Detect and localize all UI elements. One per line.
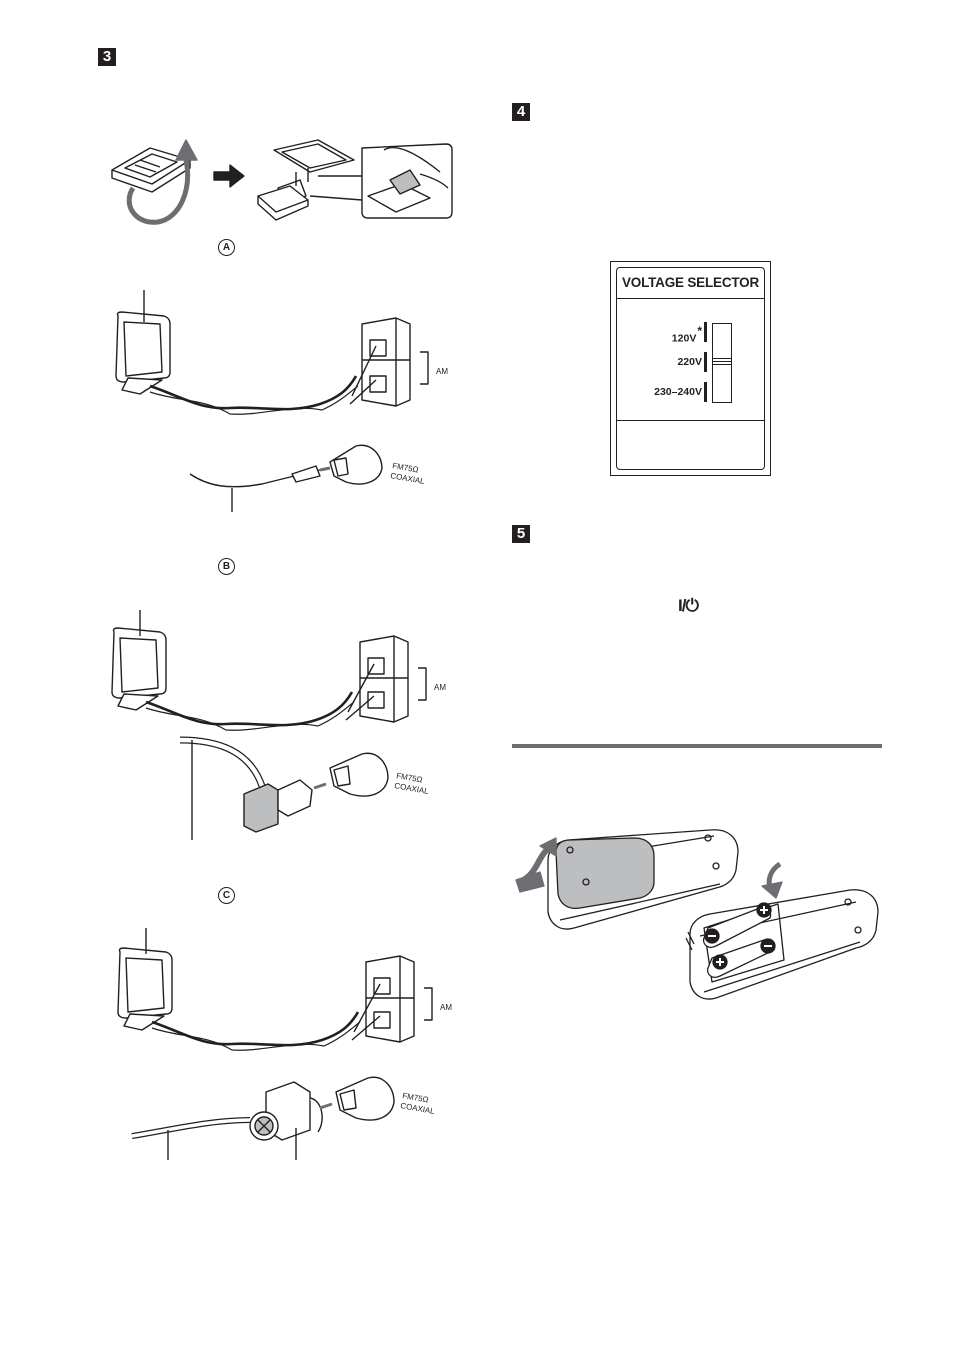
voltage-option-120v: 120V* (671, 324, 702, 345)
voltage-selector-switch[interactable] (712, 323, 732, 403)
voltage-selector-panel: VOLTAGE SELECTOR 120V* 220V 230–240V (610, 261, 771, 476)
voltage-tick-220v (704, 352, 707, 372)
am-label-b: AM (434, 683, 446, 692)
voltage-selector-lower-area (617, 420, 764, 421)
voltage-selector-frame: VOLTAGE SELECTOR 120V* 220V 230–240V (616, 267, 765, 470)
voltage-selector-title: VOLTAGE SELECTOR (617, 268, 764, 299)
voltage-option-label: 120V (671, 332, 697, 345)
power-standby-icon: I/⏻ (678, 596, 699, 615)
voltage-option-label: 230–240V (654, 386, 702, 398)
diagram-label-b: B (218, 558, 235, 575)
voltage-tick-120v (704, 322, 707, 342)
step-number-3: 3 (98, 48, 116, 66)
diagram-label-a: A (218, 239, 235, 256)
voltage-tick-230-240v (704, 382, 707, 402)
voltage-option-label: 220V (677, 356, 702, 368)
section-divider (512, 744, 882, 748)
voltage-option-230-240v: 230–240V (654, 386, 702, 398)
am-label-c: AM (440, 1003, 452, 1012)
diagram-label-c: C (218, 887, 235, 904)
voltage-option-220v: 220V (677, 356, 702, 368)
am-label-a: AM (436, 367, 448, 376)
step-number-5: 5 (512, 525, 530, 543)
step-number-4: 4 (512, 103, 530, 121)
voltage-option-asterisk: * (697, 324, 702, 338)
